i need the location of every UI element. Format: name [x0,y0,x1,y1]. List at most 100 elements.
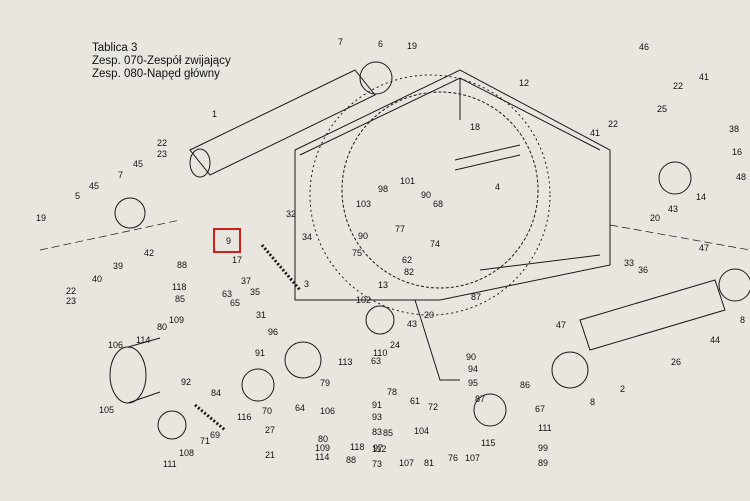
big-sprocket-chain [309,74,551,316]
callout-74: 74 [430,239,440,249]
callout-39: 39 [113,261,123,271]
callout-91-bottom: 91 [372,400,382,410]
callout-4: 4 [495,182,500,192]
callout-118-bottom: 118 [350,442,364,452]
callout-75: 75 [352,248,362,258]
callout-83: 83 [372,427,382,437]
callout-107-right: 107 [465,453,480,463]
bars-18 [454,144,521,171]
callout-85-left: 85 [175,294,185,304]
callout-64: 64 [295,403,305,413]
big-sprocket [341,91,539,289]
callout-36: 36 [638,265,648,275]
callout-97: 97 [373,443,383,453]
sprocket-8-lower [551,351,589,389]
pulley-70 [241,368,275,402]
callout-24: 24 [390,340,400,350]
callout-90-mid: 90 [358,231,368,241]
callout-40: 40 [92,274,102,284]
callout-62: 62 [402,255,412,265]
callout-108: 108 [179,448,194,458]
roller-1 [189,69,376,176]
callout-22-mid: 22 [608,119,618,129]
callout-92: 92 [181,377,191,387]
callout-14: 14 [696,192,706,202]
callout-63-left: 63 [222,289,232,299]
callout-116: 116 [237,412,251,422]
callout-13: 13 [378,280,388,290]
callout-80-left: 80 [157,322,167,332]
roller-2 [579,279,726,351]
callout-27: 27 [265,425,275,435]
callout-38: 38 [729,124,739,134]
callout-12: 12 [519,78,529,88]
callout-91-left: 91 [255,348,265,358]
callout-87-top: 87 [471,292,481,302]
callout-65: 65 [230,298,240,308]
callout-87-mid: 87 [475,394,485,404]
callout-19-left: 19 [36,213,46,223]
callout-7-top: 7 [338,37,343,47]
callout-72: 72 [428,402,438,412]
frame-outline [294,69,611,301]
highlight-box [213,228,241,253]
callout-6: 6 [378,39,383,49]
callout-103: 103 [356,199,371,209]
callout-8-lower: 8 [590,397,595,407]
drum-105-body [127,337,161,404]
frame-inner [299,77,601,271]
spring-69 [194,403,226,432]
callout-113: 113 [338,357,352,367]
hub-14 [658,161,692,195]
callout-82: 82 [404,267,414,277]
callout-73: 73 [372,459,382,469]
callout-114-left: 114 [136,335,150,345]
callout-69: 69 [210,430,220,440]
callout-76: 76 [448,453,458,463]
callout-31: 31 [256,310,266,320]
callout-labels: 1 2 3 4 5 6 7 7 8 8 12 13 14 16 17 18 19… [36,37,746,469]
callout-5: 5 [75,191,80,201]
callout-16: 16 [732,147,742,157]
highlighted-callout-9: 9 [226,236,231,246]
callout-20-right: 20 [650,213,660,223]
sprocket-43 [365,305,395,335]
callout-43-mid: 43 [407,319,417,329]
callout-41-right: 41 [699,72,709,82]
title-line-3: Zesp. 080-Napęd główny [92,68,220,80]
callout-89: 89 [538,458,548,468]
callout-8-right: 8 [740,315,745,325]
callout-104: 104 [414,426,429,436]
callout-78: 78 [387,387,397,397]
callout-79: 79 [320,378,330,388]
callout-20-mid: 20 [424,310,434,320]
callout-67: 67 [535,404,545,414]
sprocket-64 [284,341,322,379]
title-line-1: Tablica 3 [92,42,138,54]
callout-110: 110 [373,348,387,358]
callout-86: 86 [520,380,530,390]
callout-35: 35 [250,287,260,297]
callout-80-bottom: 80 [318,434,328,444]
callout-112: 112 [372,444,386,454]
callout-61: 61 [410,396,420,406]
callout-23-left: 23 [157,149,167,159]
callout-95: 95 [468,378,478,388]
disc-71 [157,410,187,440]
callout-37: 37 [241,276,251,286]
callout-48: 48 [736,172,746,182]
callout-22-top: 22 [673,81,683,91]
callout-21: 21 [265,450,275,460]
callout-23-bottom: 23 [66,296,76,306]
drawing-linework [39,61,750,440]
callout-32: 32 [286,209,296,219]
callout-1: 1 [212,109,217,119]
callout-22-bottom: 22 [66,286,76,296]
callout-42: 42 [144,248,154,258]
callout-47-right: 47 [699,243,709,253]
lever-arm [414,299,460,381]
callout-88-left: 88 [177,260,187,270]
callout-106-left: 106 [108,340,123,350]
sprocket-6-top [359,61,393,95]
